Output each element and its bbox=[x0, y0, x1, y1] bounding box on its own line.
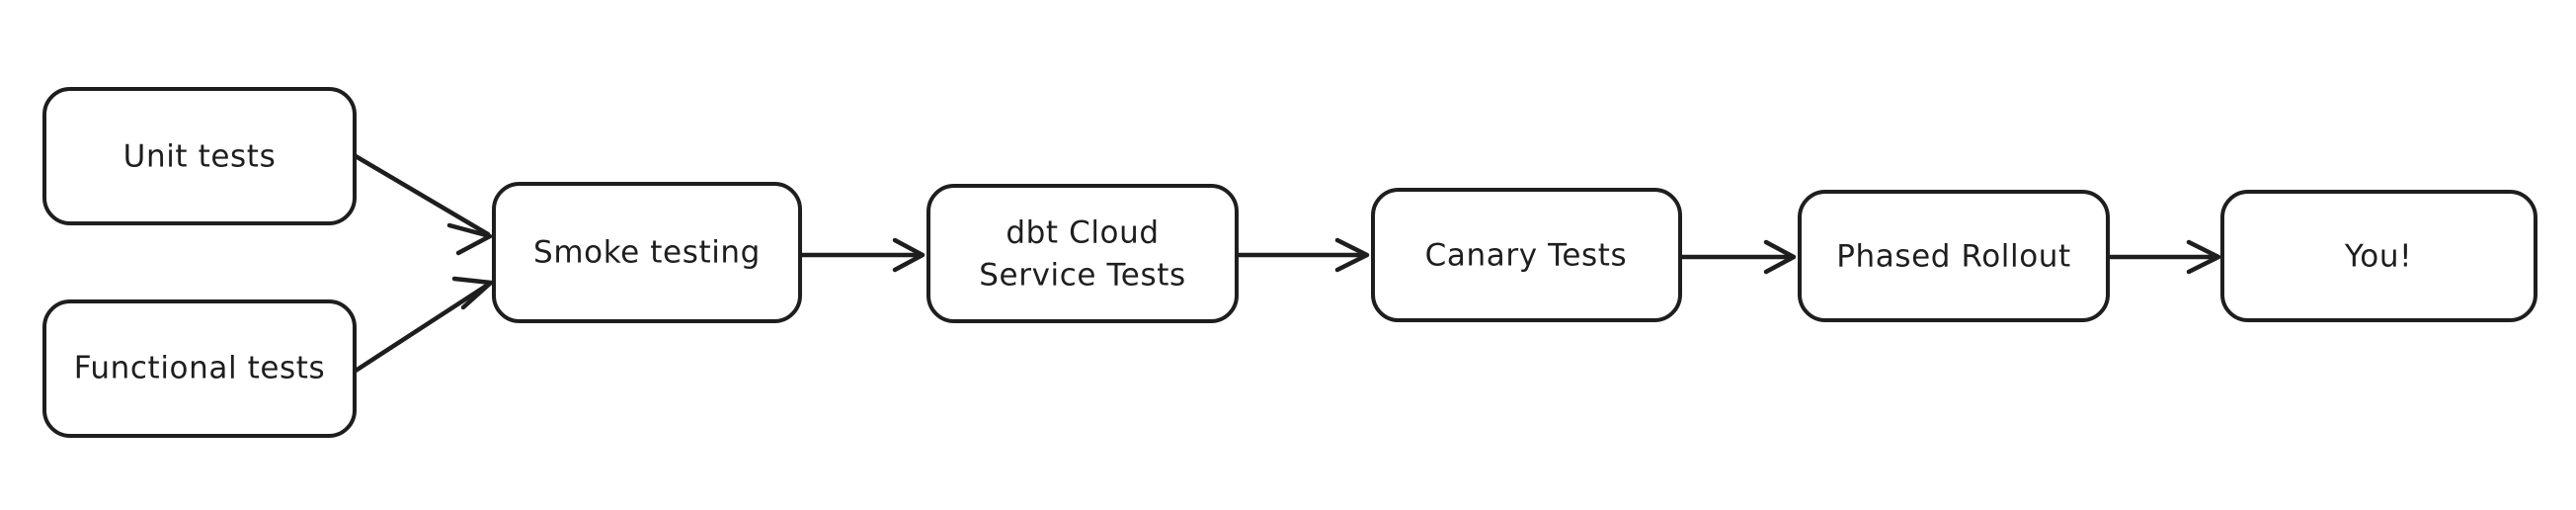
node-you-shape[interactable] bbox=[2220, 190, 2537, 322]
node-you-label: You! bbox=[2344, 239, 2412, 275]
edge-phased-to-you-arrowhead bbox=[2186, 239, 2221, 275]
edge-unit-to-smoke bbox=[353, 153, 493, 256]
node-phased-rollout[interactable]: Phased Rollout bbox=[1798, 190, 2110, 322]
edge-functional-to-smoke-line bbox=[353, 282, 491, 374]
node-dbt-cloud-service-tests-label-line1: dbt Cloud bbox=[1006, 215, 1159, 251]
node-unit-tests-label: Unit tests bbox=[123, 139, 277, 175]
edge-functional-to-smoke bbox=[353, 276, 494, 374]
node-phased-rollout-label: Phased Rollout bbox=[1836, 239, 2071, 275]
edge-smoke-to-dbt bbox=[799, 237, 926, 273]
node-dbt-cloud-service-tests-shape[interactable] bbox=[926, 184, 1239, 323]
node-smoke-testing[interactable]: Smoke testing bbox=[492, 182, 802, 323]
node-you[interactable]: You! bbox=[2220, 190, 2537, 322]
node-canary-tests-label: Canary Tests bbox=[1425, 238, 1628, 274]
edge-smoke-to-dbt-arrowhead bbox=[892, 237, 926, 273]
edge-dbt-to-canary-arrowhead bbox=[1334, 237, 1370, 273]
node-unit-tests[interactable]: Unit tests bbox=[42, 87, 357, 225]
node-dbt-cloud-service-tests[interactable]: dbt Cloud Service Tests bbox=[926, 184, 1239, 323]
node-smoke-testing-label: Smoke testing bbox=[533, 235, 761, 271]
node-functional-tests-label: Functional tests bbox=[74, 351, 326, 386]
node-functional-tests[interactable]: Functional tests bbox=[42, 299, 357, 438]
node-canary-tests-shape[interactable] bbox=[1371, 188, 1682, 322]
edge-unit-to-smoke-arrowhead bbox=[446, 222, 493, 256]
edge-functional-to-smoke-arrowhead bbox=[451, 276, 494, 310]
edge-canary-to-phased-arrowhead bbox=[1763, 239, 1797, 275]
node-smoke-testing-shape[interactable] bbox=[492, 182, 802, 323]
edge-phased-to-you bbox=[2107, 239, 2221, 275]
node-canary-tests[interactable]: Canary Tests bbox=[1371, 188, 1682, 322]
edge-unit-to-smoke-line bbox=[353, 153, 491, 237]
edge-canary-to-phased bbox=[1679, 239, 1797, 275]
edge-dbt-to-canary bbox=[1236, 237, 1370, 273]
node-dbt-cloud-service-tests-label-line2: Service Tests bbox=[979, 258, 1185, 294]
